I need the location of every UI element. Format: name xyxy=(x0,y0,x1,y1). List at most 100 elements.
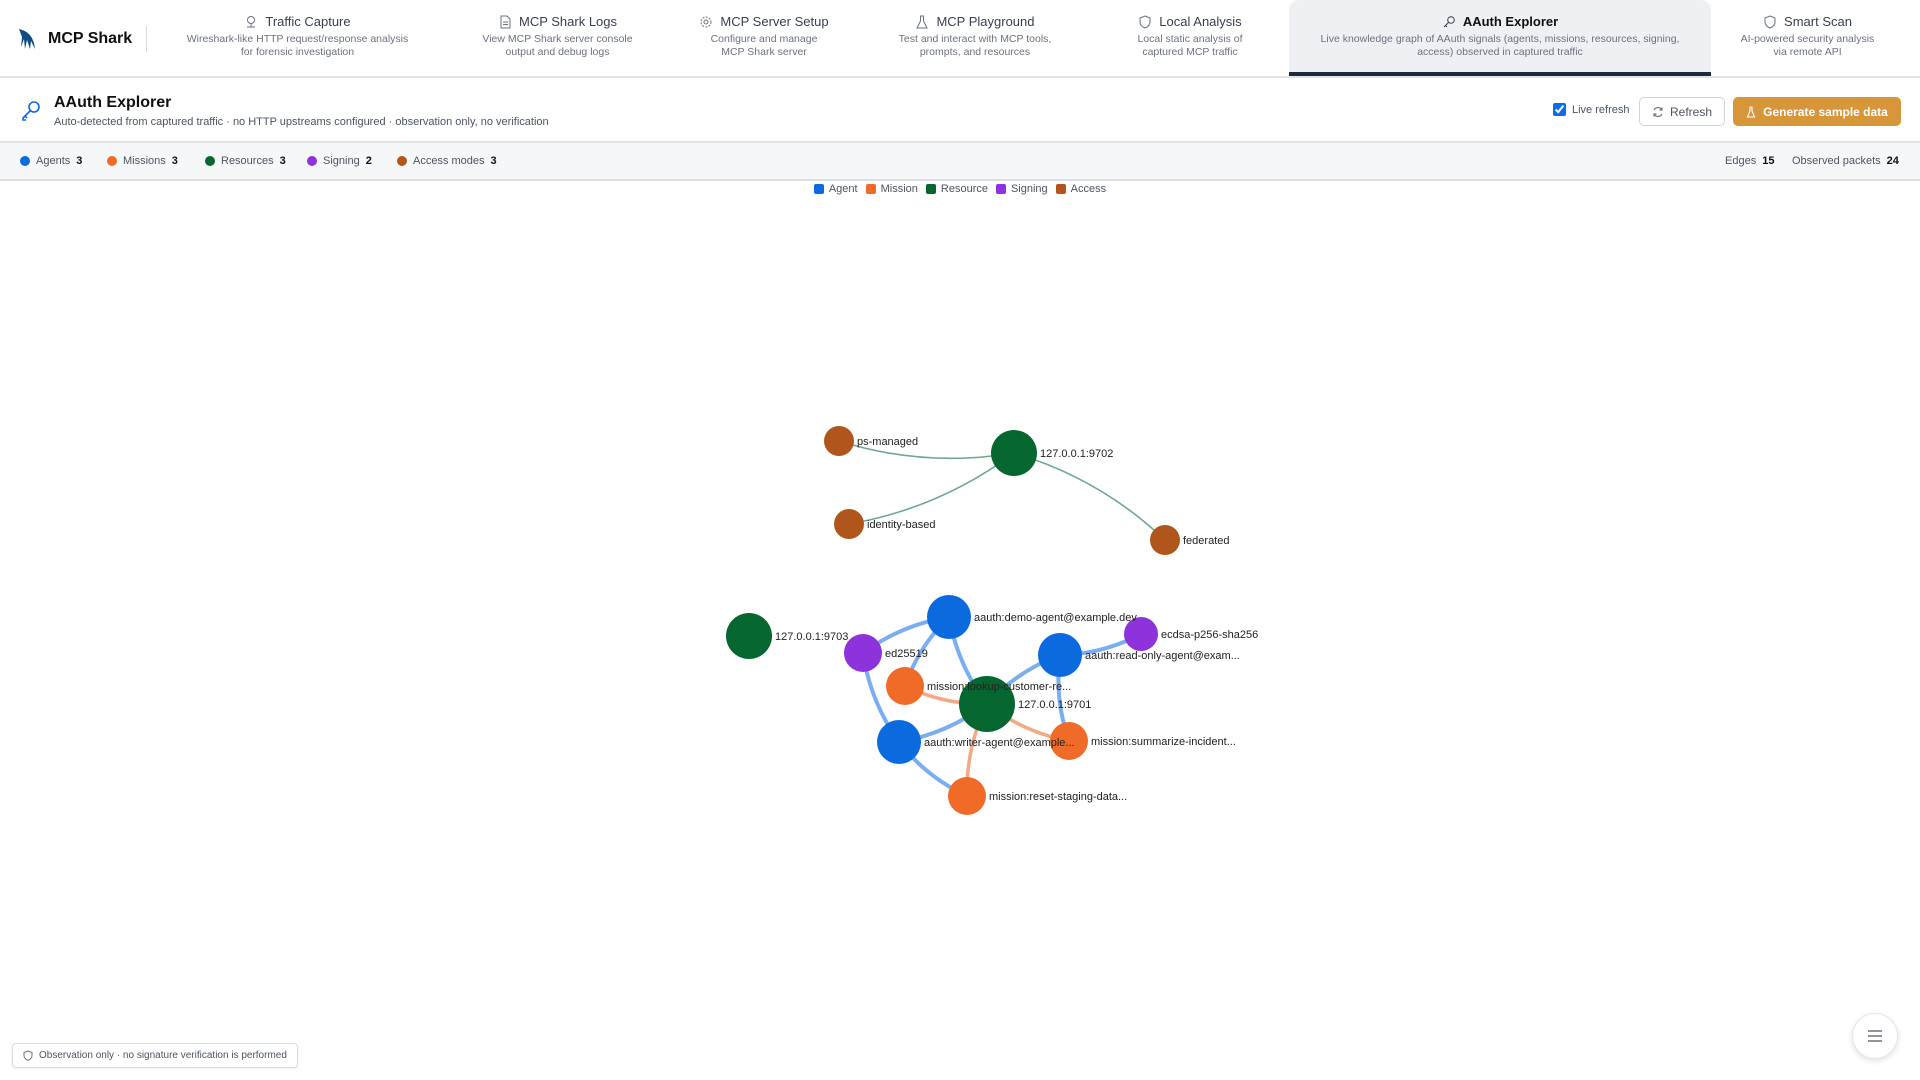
legend-swatch xyxy=(865,184,876,194)
tab-title: MCP Shark Logs xyxy=(440,14,675,29)
shield-icon xyxy=(1139,14,1151,29)
live-refresh-label: Live refresh xyxy=(1572,103,1630,116)
tab-label: MCP Playground xyxy=(936,14,1035,29)
legend-item-signing: Signing xyxy=(995,183,1048,195)
node-circle[interactable] xyxy=(1050,722,1088,760)
packets-label: Observed packets xyxy=(1792,155,1881,167)
node-circle[interactable] xyxy=(877,720,921,764)
legend-label: Signing xyxy=(1010,183,1048,195)
live-refresh-toggle[interactable]: Live refresh xyxy=(1553,103,1629,116)
stat-value: 3 xyxy=(76,155,83,167)
refresh-button[interactable]: Refresh xyxy=(1639,97,1725,126)
tab-label: AAuth Explorer xyxy=(1462,14,1559,29)
tab-desc-line: Local static analysis of xyxy=(1137,33,1243,45)
tab-description: Live knowledge graph of AAuth signals (a… xyxy=(1289,33,1711,59)
tab-label: Smart Scan xyxy=(1784,14,1852,29)
packets-value: 24 xyxy=(1886,155,1899,167)
key-icon xyxy=(22,101,40,121)
refresh-icon xyxy=(1653,106,1663,117)
page-title: AAuth Explorer xyxy=(54,94,172,111)
node-circle[interactable] xyxy=(834,509,864,539)
node-label: 127.0.0.1:9702 xyxy=(1040,448,1113,460)
tab-title: MCP Playground xyxy=(860,14,1090,29)
stat-label: Resources xyxy=(221,155,274,167)
node-circle[interactable] xyxy=(1150,525,1180,555)
legend-swatch xyxy=(925,184,936,194)
tab-label: MCP Server Setup xyxy=(720,14,829,29)
flask-icon xyxy=(916,15,929,28)
shield-icon xyxy=(1764,14,1776,29)
label-layer: ps-managed127.0.0.1:9702identity-basedfe… xyxy=(775,436,1258,803)
node-circle[interactable] xyxy=(726,613,772,659)
node-circle[interactable] xyxy=(1038,633,1082,677)
tab-desc-line: View MCP Shark server console xyxy=(482,33,633,45)
node-label: identity-based xyxy=(867,519,936,531)
node-circle[interactable] xyxy=(991,430,1037,476)
legend-swatch xyxy=(1055,184,1066,194)
document-icon xyxy=(500,15,511,28)
generate-label: Generate sample data xyxy=(1763,104,1888,119)
legend-item-access: Access xyxy=(1055,183,1106,195)
color-dot xyxy=(107,156,117,166)
tab-label: Traffic Capture xyxy=(265,14,351,29)
tab-desc-line: Live knowledge graph of AAuth signals (a… xyxy=(1320,33,1680,45)
page-subtitle: Auto-detected from captured traffic · no… xyxy=(54,116,549,128)
node-circle[interactable] xyxy=(948,777,986,815)
generate-sample-data-button[interactable]: Generate sample data xyxy=(1733,97,1901,126)
node-label: aauth:writer-agent@example... xyxy=(924,737,1075,749)
app-logo[interactable]: MCP Shark xyxy=(16,26,148,52)
node-label: mission:lookup-customer-re... xyxy=(927,681,1071,693)
legend-item-resource: Resource xyxy=(925,183,988,195)
node-label: aauth:read-only-agent@exam... xyxy=(1085,650,1240,662)
tab-title: Traffic Capture xyxy=(160,14,435,29)
tab-desc-line: Test and interact with MCP tools, xyxy=(898,33,1052,45)
tab-description: Wireshark-like HTTP request/response ana… xyxy=(160,33,435,59)
edge-fed-r9702 xyxy=(1013,452,1166,541)
tab-desc-line: AI-powered security analysis xyxy=(1740,33,1875,45)
tab-label: MCP Shark Logs xyxy=(518,14,618,29)
hamburger-icon xyxy=(1868,1030,1882,1042)
tab-description: Test and interact with MCP tools,prompts… xyxy=(860,33,1090,59)
live-refresh-checkbox[interactable] xyxy=(1553,103,1566,116)
observation-note: Observation only · no signature verifica… xyxy=(12,1043,298,1068)
gear-icon xyxy=(700,16,712,27)
node-circle[interactable] xyxy=(844,634,882,672)
menu-button[interactable] xyxy=(1852,1013,1898,1059)
node-circle[interactable] xyxy=(1124,617,1158,651)
node-label: ecdsa-p256-sha256 xyxy=(1161,629,1258,641)
node-label: aauth:demo-agent@example.dev xyxy=(974,612,1137,624)
packets-stat: Observed packets 24 xyxy=(1792,155,1899,167)
stat-label: Missions xyxy=(123,155,166,167)
tab-desc-line: output and debug logs xyxy=(505,46,610,58)
node-label: 127.0.0.1:9703 xyxy=(775,631,848,643)
node-circle[interactable] xyxy=(959,676,1015,732)
node-label: 127.0.0.1:9701 xyxy=(1018,699,1091,711)
tab-desc-line: MCP Shark server xyxy=(721,46,807,58)
node-circle[interactable] xyxy=(927,595,971,639)
legend-swatch xyxy=(813,184,824,194)
shark-logo-icon xyxy=(19,29,35,49)
network-icon xyxy=(247,15,256,27)
node-circle[interactable] xyxy=(886,667,924,705)
tab-desc-line: Wireshark-like HTTP request/response ana… xyxy=(186,33,409,45)
stat-label: Signing xyxy=(323,155,360,167)
node-circle[interactable] xyxy=(824,426,854,456)
